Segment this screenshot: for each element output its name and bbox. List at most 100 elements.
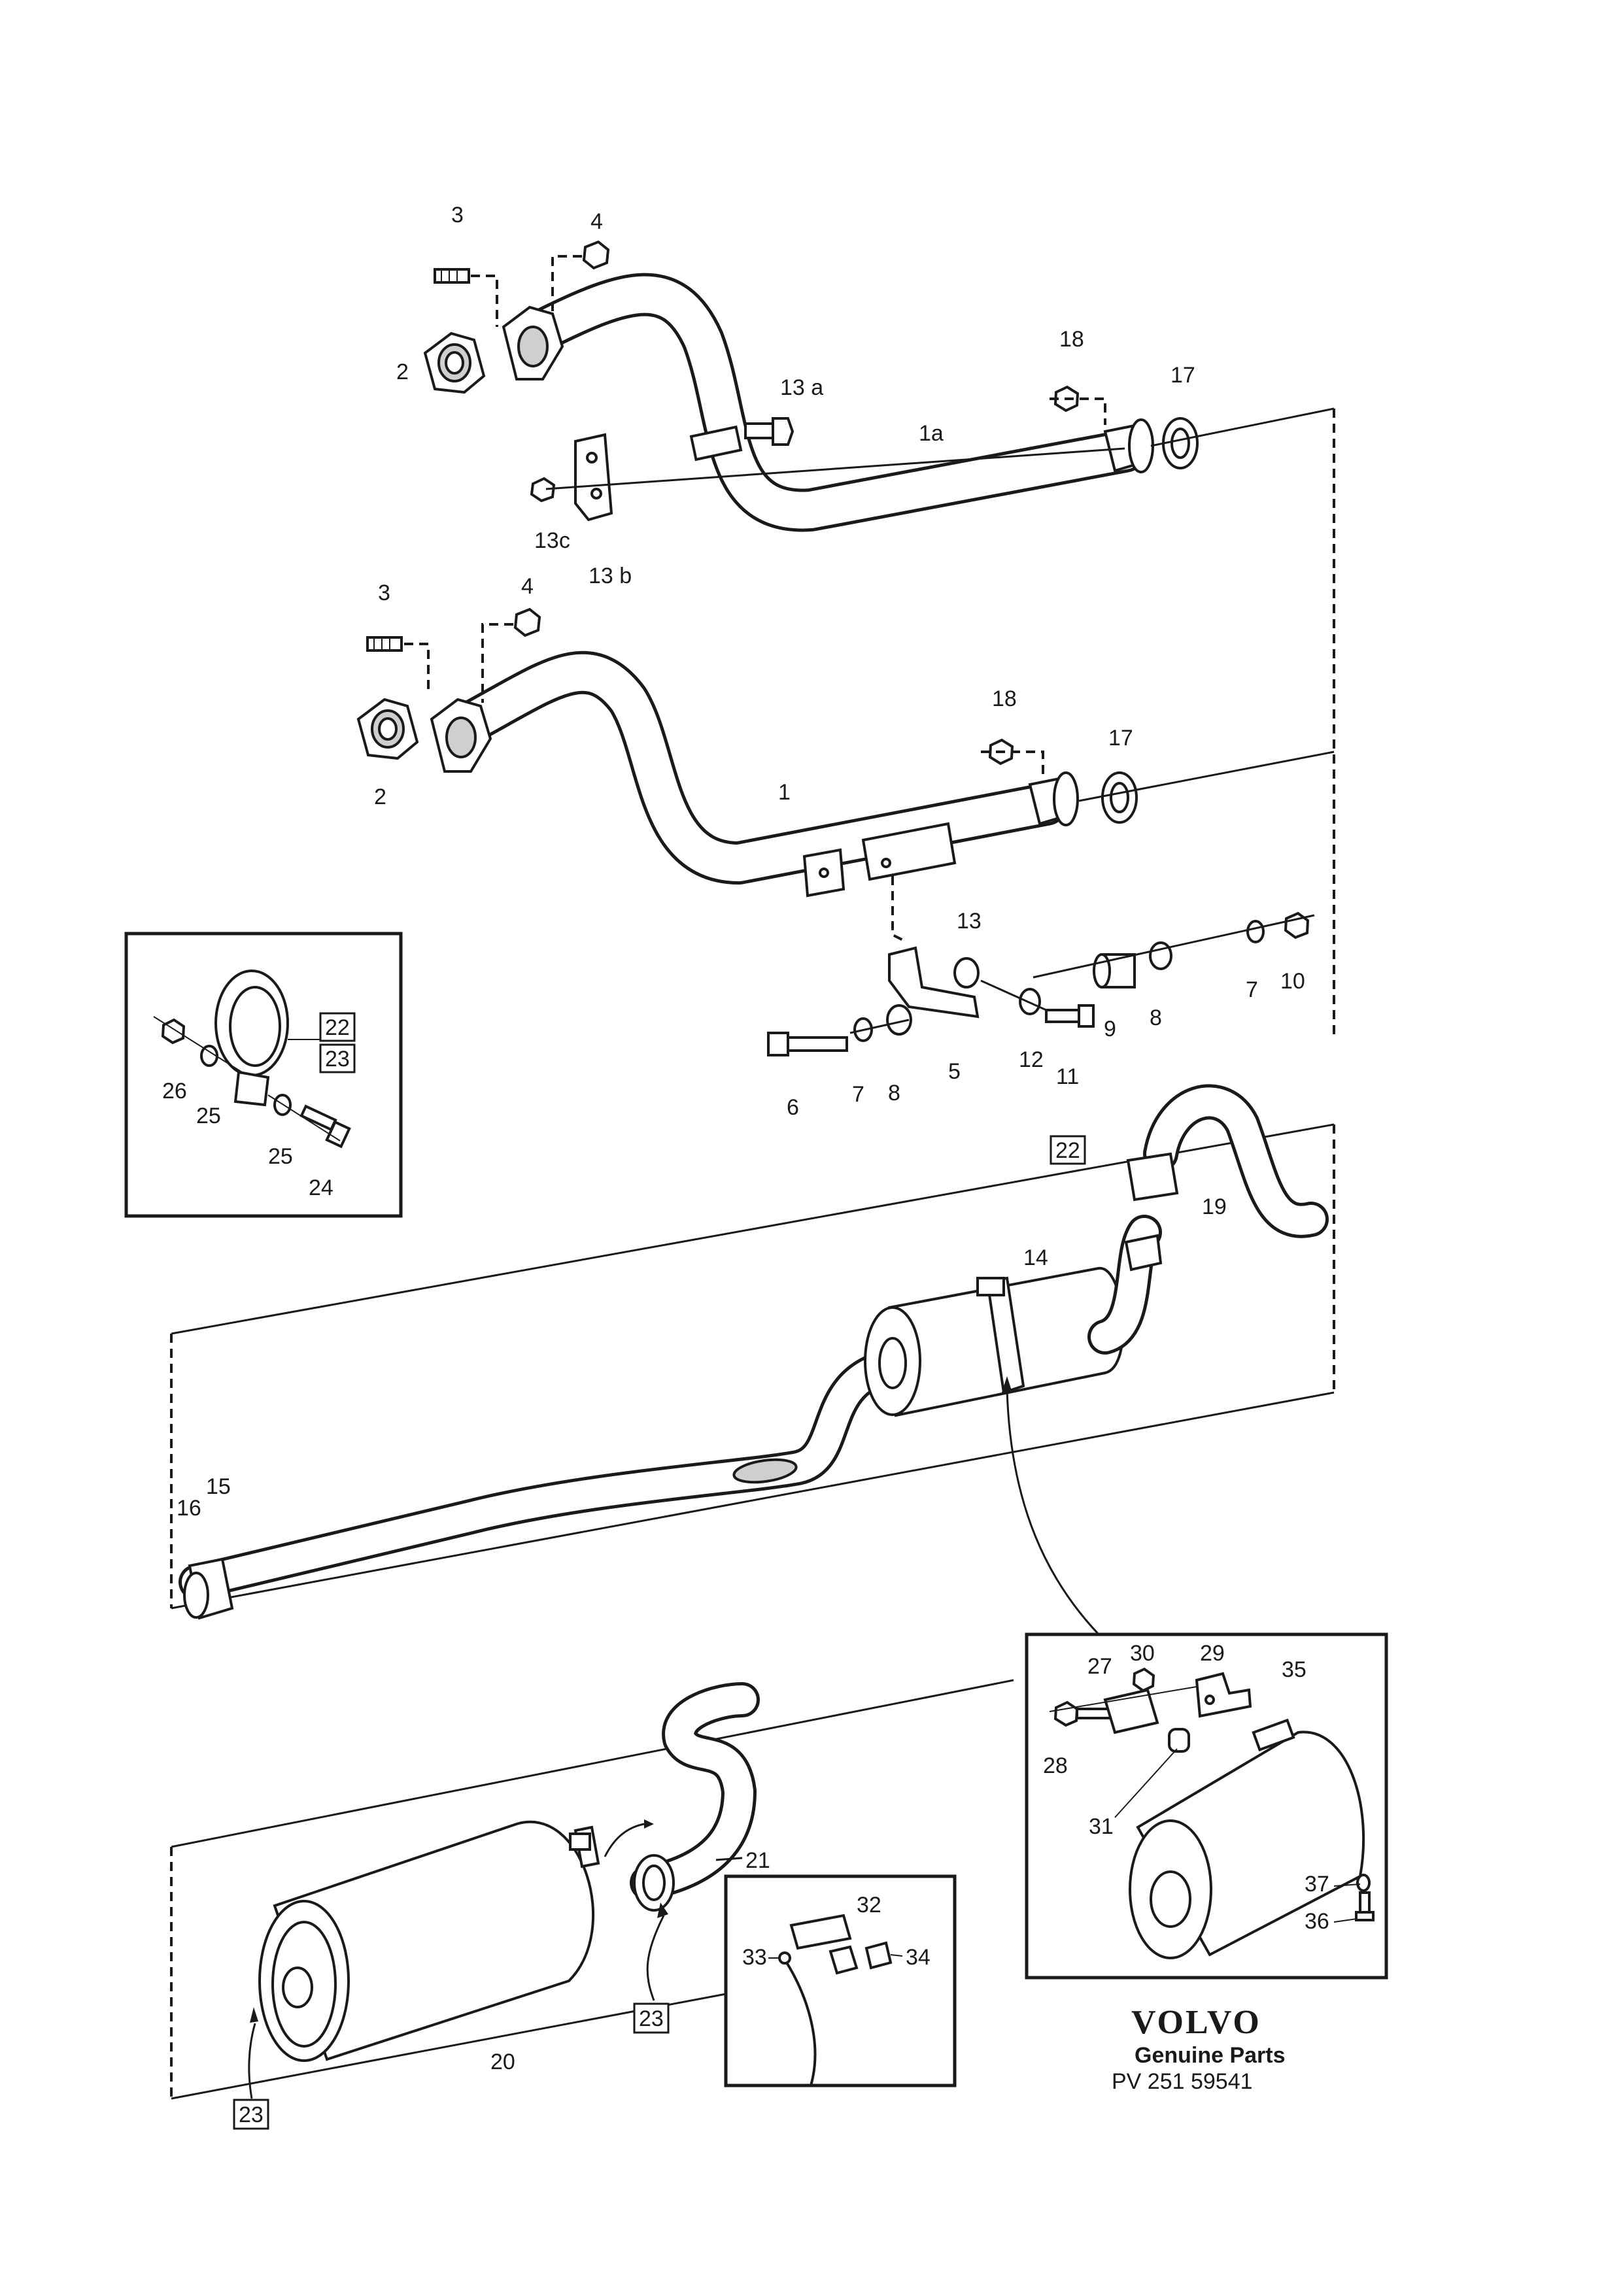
leader-4-mid	[481, 623, 513, 703]
washer-7-right	[1246, 920, 1265, 943]
inset-bracket-29	[1195, 1672, 1252, 1718]
inset-axis-2	[267, 1094, 341, 1141]
inset-leader-37	[1333, 1883, 1361, 1887]
inset-leader-31	[1114, 1748, 1178, 1818]
callout-1a: 1a	[919, 421, 944, 446]
callout-32: 32	[857, 1893, 881, 1917]
inset-muffler	[1129, 1718, 1365, 1959]
callout-4-mid: 4	[521, 574, 534, 599]
spacer-9	[1093, 953, 1136, 988]
volvo-logo: VOLVO	[1131, 2004, 1261, 2041]
callout-20: 20	[490, 2050, 515, 2074]
callout-14: 14	[1023, 1245, 1048, 1270]
arrow-23-bottom	[248, 2023, 256, 2099]
callout-35: 35	[1282, 1657, 1307, 1682]
inset-nut-26	[161, 1018, 186, 1045]
svg-text:22: 22	[325, 1015, 350, 1040]
nut-10	[1284, 911, 1310, 939]
nut-4-top	[582, 240, 610, 270]
inset-rubber-31	[1168, 1728, 1190, 1753]
stud-3-mid	[366, 636, 403, 652]
leader-21	[715, 1857, 743, 1861]
callout-8-left: 8	[888, 1081, 900, 1106]
callout-29: 29	[1200, 1641, 1225, 1666]
callout-2-mid: 2	[374, 785, 386, 809]
arrow-head-right	[1002, 1376, 1012, 1393]
part-number: PV 251 59541	[1112, 2069, 1253, 2094]
genuine-parts-text: Genuine Parts	[1135, 2043, 1286, 2068]
inset-leader-34	[890, 1954, 903, 1957]
callout-18-mid: 18	[992, 686, 1017, 711]
inset-bolt-28	[1053, 1700, 1118, 1727]
leader-18-top	[1050, 397, 1106, 425]
bolt-11	[1045, 1004, 1095, 1028]
arrow-head-23-bottom	[250, 2007, 258, 2023]
callout-2-top: 2	[396, 360, 409, 384]
callout-21: 21	[745, 1848, 770, 1873]
callout-16: 16	[177, 1496, 201, 1521]
tail-pipe-19	[1087, 1084, 1329, 1355]
callout-9: 9	[1104, 1017, 1116, 1041]
inset-nut-30	[1132, 1667, 1155, 1693]
callout-10: 10	[1280, 969, 1305, 994]
inset-axis-28	[1049, 1686, 1197, 1712]
arrow-head-23-mid	[657, 1902, 668, 1918]
callout-26: 26	[162, 1079, 187, 1104]
axis-line-spacer	[1033, 914, 1315, 979]
axis-line-bottom-upper	[171, 1679, 1014, 1848]
svg-text:22: 22	[1055, 1138, 1080, 1163]
inset-leader-36	[1333, 1918, 1358, 1923]
axis-line-top	[545, 447, 1125, 490]
callout-7-right: 7	[1246, 977, 1258, 1002]
svg-text:23: 23	[239, 2102, 264, 2127]
nut-13c	[530, 477, 556, 503]
callout-17-mid: 17	[1108, 726, 1133, 751]
front-pipe-1a	[502, 273, 1154, 532]
callout-33: 33	[742, 1945, 767, 1970]
callout-4-top: 4	[590, 209, 603, 234]
bracket-13b	[574, 433, 613, 522]
intermediate-pipe	[179, 1349, 907, 1600]
stud-3-top	[434, 268, 470, 284]
callout-34: 34	[906, 1945, 931, 1970]
leader-3-mid	[404, 643, 430, 693]
callout-37: 37	[1305, 1872, 1329, 1897]
arrow-23-mid	[646, 1915, 665, 2001]
seal-ring-17-mid	[1101, 771, 1138, 824]
callout-25-a: 25	[196, 1104, 221, 1128]
inset-hanger-frame	[724, 1874, 957, 2087]
gasket-2-top	[423, 331, 486, 394]
callout-11: 11	[1056, 1064, 1079, 1089]
callout-3-top: 3	[451, 203, 464, 228]
rear-pipe-21	[630, 1682, 760, 1912]
callout-13c: 13c	[534, 528, 570, 553]
callout-7-left: 7	[852, 1082, 864, 1107]
callout-13a: 13 a	[780, 375, 823, 400]
front-pipe-1	[430, 650, 1079, 898]
callout-15: 15	[206, 1474, 231, 1499]
svg-text:23: 23	[325, 1047, 350, 1072]
bushing-8-right	[1149, 941, 1172, 970]
boxed-ref-22-main: 22	[1050, 1135, 1086, 1165]
callout-5: 5	[948, 1059, 961, 1084]
bolt-6	[767, 1032, 848, 1056]
callout-13: 13	[957, 909, 982, 934]
callout-1: 1	[778, 780, 791, 805]
nut-4-mid	[513, 607, 541, 637]
inset-axis-1	[153, 1016, 243, 1073]
rear-muffler-20	[258, 1821, 600, 2062]
callout-25-b: 25	[268, 1144, 293, 1169]
inset-bolt-24	[299, 1104, 351, 1149]
axis-line-mid-lower	[171, 1391, 1335, 1610]
washer-12	[1019, 988, 1041, 1015]
callout-8-right: 8	[1150, 1005, 1162, 1030]
gasket-2-mid	[356, 698, 419, 760]
leader-bracket-5	[891, 876, 906, 943]
bushing-8-left	[886, 1004, 912, 1036]
callout-36: 36	[1305, 1909, 1329, 1934]
callout-6: 6	[787, 1095, 799, 1120]
callout-28: 28	[1043, 1753, 1068, 1778]
inset-clamp-ring	[214, 970, 289, 1107]
callout-30: 30	[1130, 1641, 1155, 1666]
